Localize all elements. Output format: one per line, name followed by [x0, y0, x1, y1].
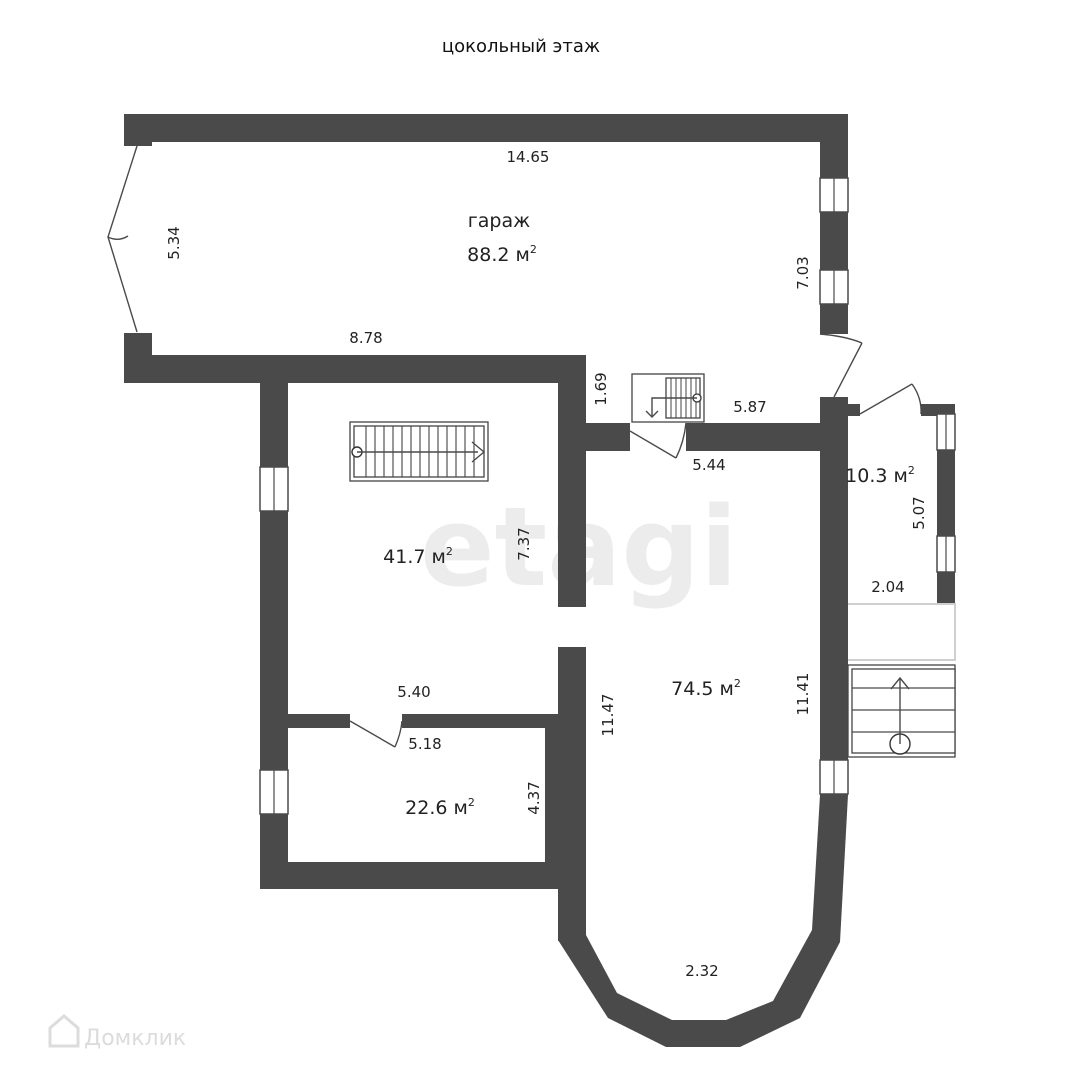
- windows: [259, 177, 956, 815]
- right-wall-top-stub: [848, 404, 860, 416]
- dim-small-room-top: 5.18: [408, 735, 441, 753]
- garage-gate-arc: [107, 235, 129, 240]
- small-room-top-wall-left: [288, 714, 350, 728]
- house-icon: [48, 1014, 80, 1048]
- left-block-bottom-wall: [260, 862, 586, 889]
- bay-wall: [558, 795, 848, 1047]
- dim-main-room-right: 11.41: [794, 673, 812, 716]
- window-garage-right-2: [819, 269, 849, 305]
- hall-door-arc: [675, 422, 687, 459]
- hall-door: [629, 430, 677, 459]
- main-right-wall: [820, 397, 848, 795]
- garage-area-label: 88.2 м2: [467, 243, 537, 266]
- dim-right-room-width: 2.04: [871, 578, 904, 596]
- left-room-area-label: 41.7 м2: [383, 545, 453, 568]
- partition-wall-upper: [558, 355, 586, 607]
- stair-left-room: [349, 421, 489, 482]
- garage-bottom-wall: [124, 355, 586, 383]
- dim-garage-bottom: 8.78: [349, 329, 382, 347]
- garage-top-wall: [124, 114, 848, 142]
- dim-stair-gap: 1.69: [592, 372, 610, 405]
- window-garage-right-1: [819, 177, 849, 213]
- small-room-door-arc: [394, 720, 403, 748]
- walls: [124, 114, 955, 1047]
- landing-outline: [848, 603, 956, 661]
- right-room-door-arc: [911, 383, 922, 415]
- dim-right-room-height: 5.07: [910, 496, 928, 529]
- dim-garage-right: 7.03: [794, 256, 812, 289]
- small-room-top-wall-right: [402, 714, 558, 728]
- partition-wall-lower: [558, 647, 586, 941]
- window-right-room-2: [936, 535, 956, 573]
- window-left-room: [259, 466, 289, 512]
- main-room-area-label: 74.5 м2: [671, 677, 741, 700]
- garage-left-top-stub: [124, 114, 152, 146]
- dim-hall-door: 5.44: [692, 456, 725, 474]
- right-room-door: [859, 383, 913, 415]
- brand-logo: Домклик: [48, 1014, 186, 1051]
- right-room-area-label: 10.3 м2: [845, 464, 915, 487]
- dim-main-room-left: 11.47: [599, 694, 617, 737]
- dim-hall-top: 5.87: [733, 398, 766, 416]
- garage-name-label: гараж: [468, 210, 530, 232]
- small-room-area-label: 22.6 м2: [405, 796, 475, 819]
- garage-exit-door: [833, 342, 863, 398]
- floor-title: цокольный этаж: [442, 36, 600, 57]
- dim-left-room-bottom: 5.40: [397, 683, 430, 701]
- dim-bay: 2.32: [685, 962, 718, 980]
- doors: [107, 145, 922, 748]
- small-room-door: [349, 720, 396, 748]
- window-right-room-1: [936, 413, 956, 451]
- garage-exit-door-arc: [819, 333, 863, 344]
- brand-name: Домклик: [84, 1026, 186, 1051]
- stair-right-exterior: [847, 603, 956, 758]
- dim-small-room-right: 4.37: [525, 781, 543, 814]
- dim-left-room-wall: 7.37: [515, 527, 533, 560]
- window-small-room: [259, 769, 289, 815]
- window-main-room: [819, 759, 849, 795]
- stair-hall: [631, 373, 705, 423]
- dim-garage-top: 14.65: [507, 148, 550, 166]
- dim-garage-left: 5.34: [165, 226, 183, 259]
- small-room-right-wall: [545, 728, 558, 862]
- stair-corridor-wall: [558, 423, 630, 451]
